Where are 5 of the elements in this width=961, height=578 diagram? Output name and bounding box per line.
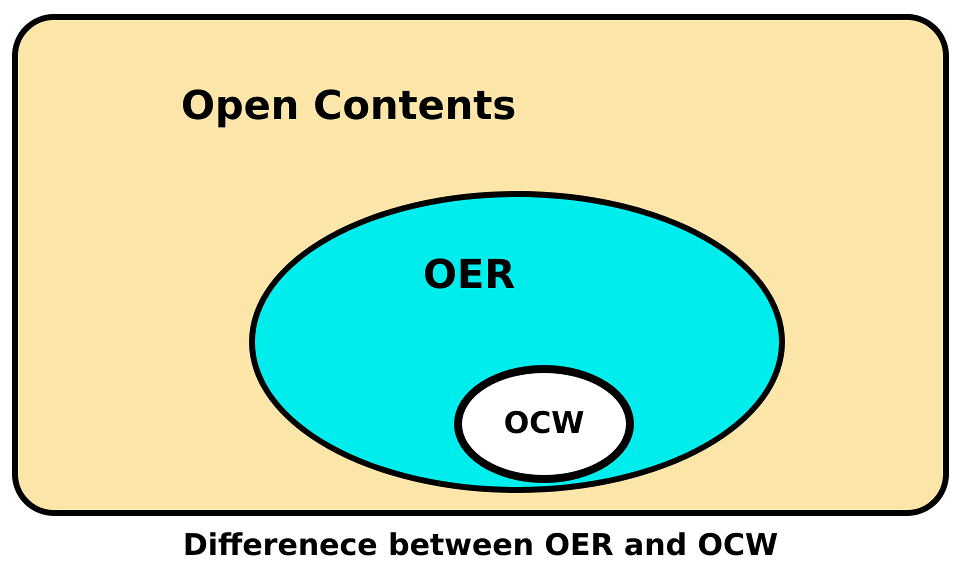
caption: Differenece between OER and OCW bbox=[182, 528, 778, 563]
set-box bbox=[12, 14, 949, 516]
set-label: OCW bbox=[504, 409, 584, 439]
set-label: Open Contents bbox=[181, 86, 516, 126]
set-label: OER bbox=[423, 255, 516, 295]
